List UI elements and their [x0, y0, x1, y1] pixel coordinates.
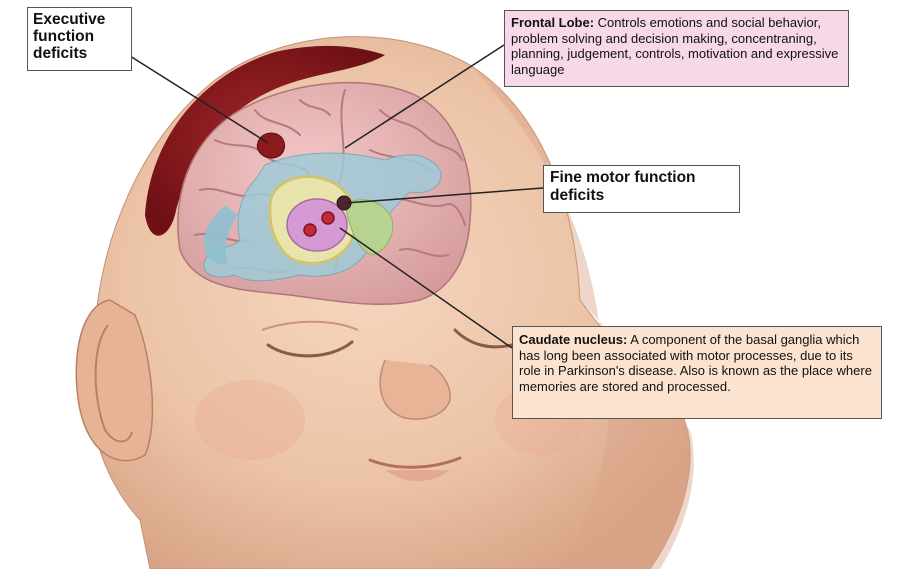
frontal-lobe-label: Frontal Lobe: Controls emotions and soci… [504, 10, 849, 87]
cheek-left [195, 380, 305, 460]
executive-function-label: Executive function deficits [27, 7, 132, 71]
lesion-frontal [257, 133, 284, 158]
fine-motor-text: Fine motor function deficits [550, 169, 696, 204]
caudate-nucleus-label: Caudate nucleus: A component of the basa… [512, 326, 882, 419]
frontal-lobe-title: Frontal Lobe: [511, 15, 594, 30]
caudate-nucleus-title: Caudate nucleus: [519, 332, 627, 347]
lesion-caudate-left [304, 224, 316, 236]
fine-motor-label: Fine motor function deficits [543, 165, 740, 213]
lesion-caudate-right [322, 212, 334, 224]
executive-function-text: Executive function deficits [33, 11, 105, 62]
